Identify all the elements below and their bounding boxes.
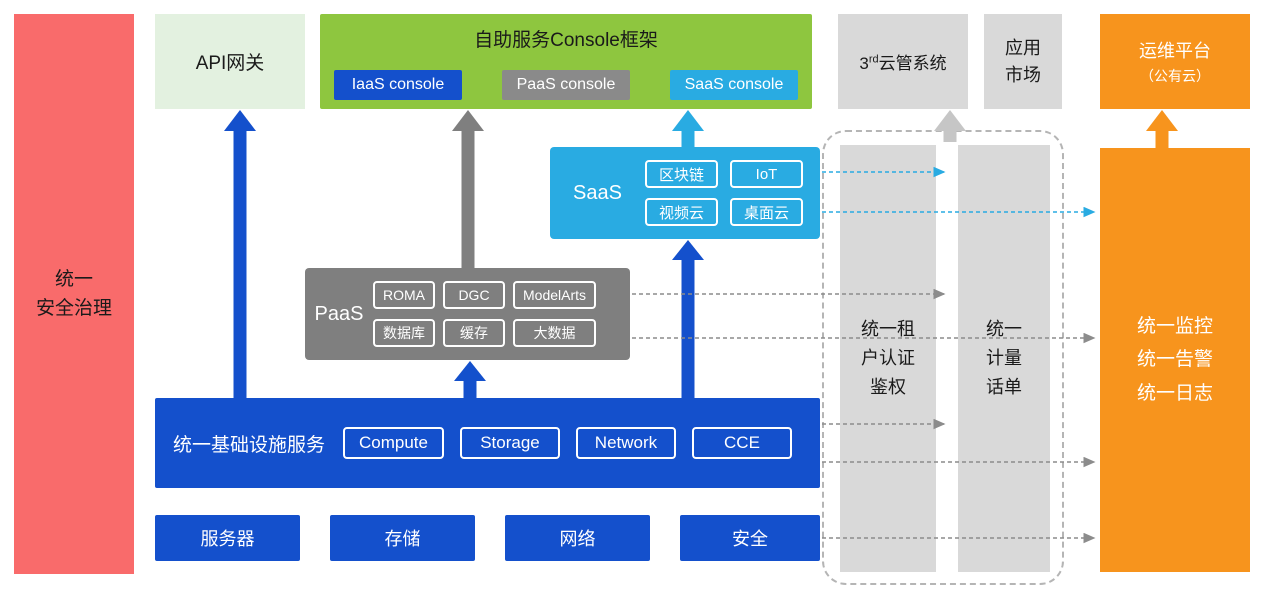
infra-panel: 统一基础设施服务 Compute Storage Network CCE <box>155 398 820 488</box>
chip-roma: ROMA <box>373 281 435 309</box>
box-security: 安全 <box>680 515 820 561</box>
chip-desktop-cloud: 桌面云 <box>730 198 804 226</box>
chip-iot: IoT <box>730 160 804 188</box>
chip-database: 数据库 <box>373 319 435 347</box>
saas-panel: SaaS 区块链 IoT 视频云 桌面云 <box>550 147 820 239</box>
saas-chip-grid: 区块链 IoT 视频云 桌面云 <box>645 160 804 226</box>
dashed-group-container <box>822 130 1064 585</box>
arrow-saas-to-console-icon <box>672 110 704 147</box>
third-party-label: 3rd云管系统 <box>859 53 947 73</box>
arrow-to-ops-platform-icon <box>1146 110 1178 148</box>
chip-dgc: DGC <box>443 281 505 309</box>
arrow-paas-to-console-icon <box>452 110 484 268</box>
arrow-infra-to-paas-icon <box>454 361 486 398</box>
box-storage: 存储 <box>330 515 475 561</box>
chip-modelarts: ModelArts <box>513 281 597 309</box>
ops-platform-subtitle: （公有云） <box>1140 68 1210 84</box>
console-framework-panel: 自助服务Console框架 IaaS console PaaS console … <box>320 14 812 109</box>
api-gateway-box: API网关 <box>155 14 305 109</box>
paas-console-chip: PaaS console <box>502 70 630 100</box>
chip-network: Network <box>575 427 676 459</box>
chip-cache: 缓存 <box>443 319 505 347</box>
chip-video-cloud: 视频云 <box>645 198 719 226</box>
infra-chip-row: Compute Storage Network CCE <box>343 427 792 459</box>
chip-compute: Compute <box>343 427 444 459</box>
arrow-infra-to-saas-icon <box>672 240 704 398</box>
saas-label: SaaS <box>573 181 622 204</box>
saas-console-chip: SaaS console <box>670 70 798 100</box>
ops-platform-box: 运维平台 （公有云） <box>1100 14 1250 109</box>
app-market-box: 应用 市场 <box>984 14 1062 109</box>
chip-cce: CCE <box>691 427 792 459</box>
chip-bigdata: 大数据 <box>513 319 597 347</box>
chip-storage: Storage <box>459 427 560 459</box>
box-server: 服务器 <box>155 515 300 561</box>
paas-label: PaaS <box>314 302 364 325</box>
iaas-console-chip: IaaS console <box>334 70 462 100</box>
console-framework-title: 自助服务Console框架 <box>474 30 658 51</box>
paas-panel: PaaS ROMA DGC ModelArts 数据库 缓存 大数据 <box>305 268 630 360</box>
security-governance-bar: 统一 安全治理 <box>14 14 134 574</box>
infra-label: 统一基础设施服务 <box>172 434 325 456</box>
ops-platform-title: 运维平台 <box>1139 41 1211 61</box>
third-party-cloud-box: 3rd云管系统 <box>838 14 968 109</box>
chip-blockchain: 区块链 <box>645 160 719 188</box>
auth-bar: 统一租 户认证 鉴权 <box>840 145 936 572</box>
arrow-infra-to-api-icon <box>224 110 256 398</box>
box-network: 网络 <box>505 515 650 561</box>
console-row: IaaS console PaaS console SaaS console <box>320 70 812 100</box>
metering-bar: 统一 计量 话单 <box>958 145 1050 572</box>
paas-chip-grid: ROMA DGC ModelArts 数据库 缓存 大数据 <box>373 281 597 347</box>
monitor-bar: 统一监控 统一告警 统一日志 <box>1100 148 1250 572</box>
